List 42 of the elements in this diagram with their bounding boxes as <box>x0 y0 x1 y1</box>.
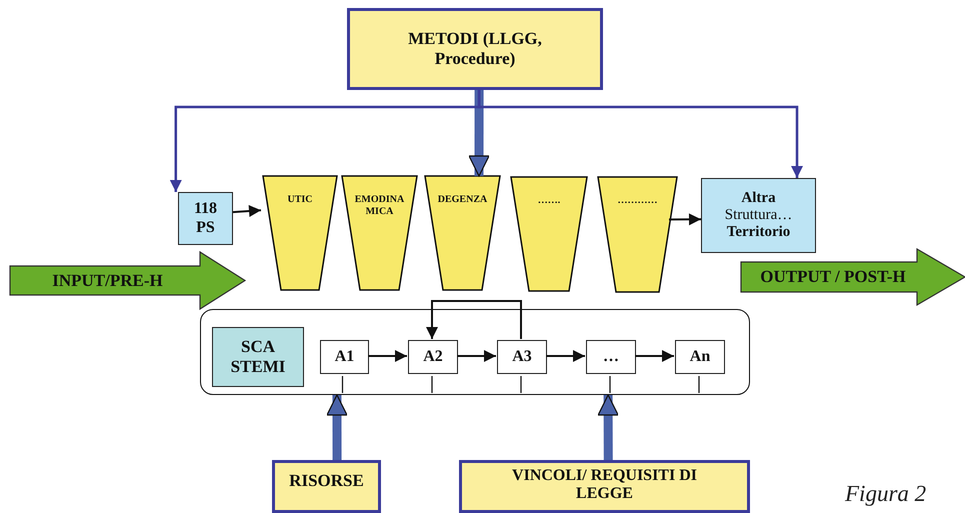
node-label: VINCOLI/ REQUISITI DI LEGGE <box>511 467 698 504</box>
arrow <box>635 350 674 362</box>
node-label: … <box>602 348 620 366</box>
arrow <box>546 350 585 362</box>
arrow-label: INPUT/PRE-H <box>51 270 164 290</box>
node-label: EMODINA MICA <box>354 194 406 217</box>
arrow <box>478 90 804 178</box>
block-arrow <box>598 394 619 460</box>
node-label: UTIC <box>286 194 314 206</box>
activity-box <box>497 340 547 374</box>
node-label: A3 <box>511 348 533 366</box>
activity-box <box>675 340 725 374</box>
process-box <box>212 327 304 387</box>
constraint-box <box>459 460 750 513</box>
block-arrow <box>468 90 490 177</box>
node-label: DEGENZA <box>436 194 488 206</box>
arrow <box>368 350 407 362</box>
node-label: METODI (LLGG, Procedure) <box>407 29 543 69</box>
node-label: An <box>688 348 712 366</box>
process-box <box>701 178 816 253</box>
arrow-label: OUTPUT / POST-H <box>759 267 907 287</box>
block-arrow <box>326 394 348 460</box>
node-label: Altra Struttura… Territorio <box>724 190 794 242</box>
systems-container <box>200 309 750 395</box>
node-label: ……. <box>536 195 562 206</box>
node-label: A2 <box>422 348 444 366</box>
resource-box <box>272 460 381 513</box>
method-box <box>347 8 603 90</box>
arrow <box>668 213 702 226</box>
arrow <box>232 205 262 218</box>
activity-box <box>320 340 369 374</box>
figure-caption: Figura 2 <box>845 481 926 507</box>
node-label: RISORSE <box>288 471 365 491</box>
arrow <box>426 300 522 339</box>
arrow <box>457 350 496 362</box>
node-label: 118 PS <box>192 200 218 237</box>
node-label: SCA STEMI <box>230 337 286 377</box>
node-label: ………… <box>616 195 658 206</box>
activity-box <box>408 340 458 374</box>
node-label: A1 <box>334 348 356 366</box>
activity-box <box>586 340 636 374</box>
process-box <box>178 192 233 245</box>
